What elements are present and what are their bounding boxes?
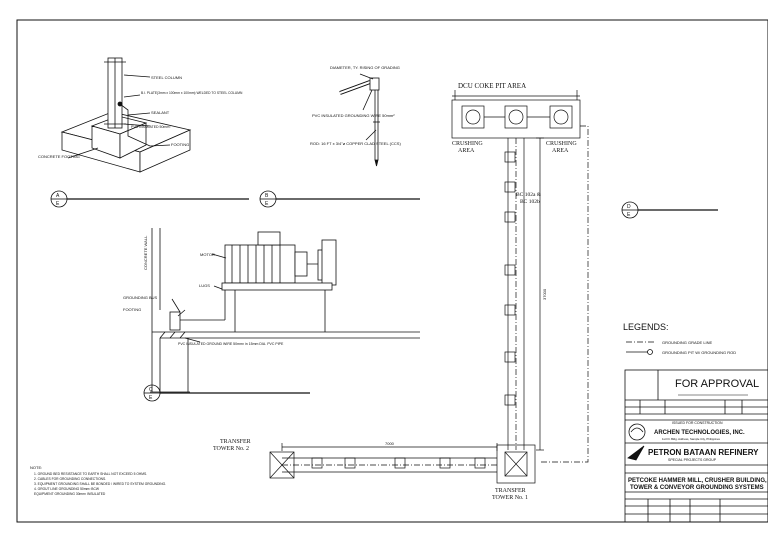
title-block — [624, 369, 768, 523]
label-rod: ROD: 16 FT x 3/4"ø COPPER CLAD STEEL (CC… — [310, 141, 401, 146]
label-motor: MOTOR — [200, 252, 215, 257]
refinery-sub: SPECIAL PROJECTS GROUP — [668, 458, 717, 462]
detail-title-d — [621, 201, 718, 219]
project-title-1: PETCOKE HAMMER MILL, CRUSHER BUILDING, — [628, 478, 767, 484]
legend-label-grade-line: GROUNDING GRADE LINE — [662, 340, 713, 345]
plan-label-tower1-1: TRANSFER — [495, 488, 526, 494]
detail-motor-grounding — [150, 228, 420, 393]
label-lugs: LUGS — [199, 283, 210, 288]
detail-ref-c: E — [149, 395, 153, 401]
detail-letter-a: A — [56, 193, 60, 199]
detail-title-b — [259, 190, 420, 208]
label-bi-plate: B.I. PLATE(3mm x 100mm x 100mm) WELDED T… — [141, 91, 243, 95]
plan-label-tower1-2: TOWER No. 1 — [492, 495, 528, 501]
plan-label-conveyor-2: BC 102b — [520, 199, 540, 205]
detail-letter-b: B — [265, 193, 269, 199]
plan-label-crushing-right-2: AREA — [552, 148, 569, 154]
approval-stamp: FOR APPROVAL — [675, 378, 759, 390]
issued-stamp: ISSUED FOR CONSTRUCTION — [672, 421, 723, 425]
detail-letter-c: C — [149, 387, 153, 393]
label-pvc-insulated: PVC INSULATED 50mm² — [131, 125, 171, 129]
legend-circle-symbol — [626, 349, 653, 355]
plan-label-tower2-1: TRANSFER — [220, 439, 251, 445]
legends-title: LEGENDS: — [623, 322, 669, 332]
plan-label-dcu: DCU COKE PIT AREA — [458, 82, 526, 90]
plan-label-crushing-left-1: CRUSHING — [452, 141, 483, 147]
detail-ref-b: E — [265, 201, 269, 207]
note-1: 1. GROUND BED RESISTANCE TO EARTH SHALL … — [34, 472, 147, 476]
detail-title-a — [50, 190, 249, 208]
label-wall: CONCRETE WALL — [143, 235, 148, 270]
label-grounding-bus: GROUNDING BUS — [123, 295, 158, 300]
label-concrete-footing: CONCRETE FOOTING — [38, 154, 80, 159]
label-motor-footing: FOOTING — [123, 307, 141, 312]
note-4: 4. GROUT LINE GROUNDING 50mm² BCW — [34, 487, 100, 491]
label-pvc-wire: PVC INSULATED GROUNDING WIRE 50mm² — [312, 113, 395, 118]
legend-label-pit: GROUNDING PIT W/ GROUNDING ROD — [662, 350, 736, 355]
sheet-border — [16, 19, 768, 523]
detail-title-c — [143, 384, 310, 402]
plan-label-conveyor-1: BC 102a & — [516, 192, 542, 198]
detail-column-grounding — [60, 57, 192, 173]
plan-dim-vertical: 37000 — [542, 288, 547, 300]
label-diameter: DIAMETER, TY. RISING OF GRADING — [330, 65, 400, 70]
detail-ref-a: E — [56, 201, 60, 207]
detail-letter-d: D — [627, 204, 631, 210]
note-2: 2. CABLES FOR GROUNDING CONNECTIONS. — [34, 477, 106, 481]
label-steel-column: STEEL COLUMN — [151, 75, 182, 80]
plan-dim-horizontal: 7000 — [385, 441, 395, 446]
company-name: ARCHEN TECHNOLOGIES, INC. — [654, 430, 745, 436]
notes-title: NOTE: — [30, 465, 42, 470]
note-3: 3. EQUIPMENT GROUNDING SHALL BE BONDED /… — [34, 482, 166, 486]
company-address: 1st Flr. Bldg. Address, Sample City, Phi… — [662, 437, 721, 441]
plan-label-crushing-right-1: CRUSHING — [546, 141, 577, 147]
project-title-2: TOWER & CONVEYOR GROUNDING SYSTEMS — [630, 485, 764, 491]
note-5: EQUIPMENT GROUNDING 30mm² INSULATED — [34, 492, 106, 496]
plan-label-tower2-2: TOWER No. 2 — [213, 446, 249, 452]
detail-ref-d: E — [627, 212, 631, 218]
refinery-name: PETRON BATAAN REFINERY — [648, 448, 759, 457]
detail-ground-rod — [339, 73, 380, 167]
label-sealant: SEALANT — [151, 110, 170, 115]
label-footing: FOOTING — [171, 142, 189, 147]
conveyor-plan — [269, 90, 589, 484]
plan-label-crushing-left-2: AREA — [458, 148, 475, 154]
label-pvc-pipe: PVC INSULATED GROUND WIRE 50mm² in 15mm … — [178, 342, 284, 346]
